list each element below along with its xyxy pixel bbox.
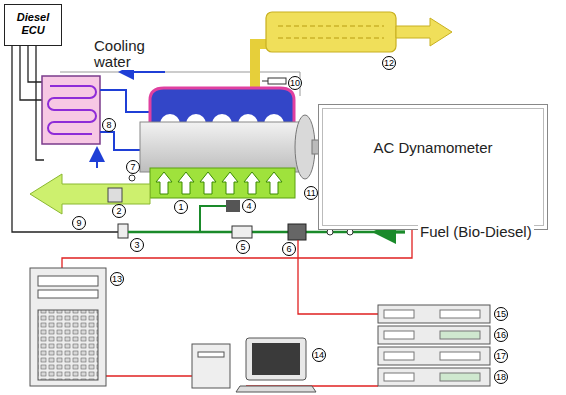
callout-number: 2 (112, 204, 126, 218)
node-text: Diesel ECU (9, 11, 57, 37)
callout-number: 13 (110, 272, 124, 286)
muffler (266, 12, 396, 52)
callout-number: 6 (282, 242, 296, 256)
exhaust-sensor (268, 78, 286, 84)
callout-number: 15 (494, 307, 508, 321)
callout-number: 9 (72, 216, 86, 230)
ecu-box: Diesel ECU (4, 4, 62, 46)
callout-number: 8 (102, 118, 116, 132)
callout-number: 18 (494, 370, 508, 384)
sensor (118, 224, 128, 238)
intake-throttle (108, 188, 122, 202)
callout-number: 10 (288, 76, 302, 90)
exhaust-pipe (255, 44, 266, 92)
callout-number: 5 (236, 240, 250, 254)
computer-tower (30, 268, 106, 386)
intake-pipe (30, 174, 150, 214)
callout-number: 1 (174, 200, 188, 214)
callout-number: 11 (304, 186, 318, 200)
flow-label: Cooling water (92, 38, 158, 70)
flow-label: Fuel (Bio-Diesel) (418, 224, 534, 240)
fuel-meter (288, 224, 306, 240)
callout-number: 3 (130, 238, 144, 252)
monitor (246, 338, 306, 380)
callout-number: 12 (382, 56, 396, 70)
instrument-racks (378, 305, 490, 386)
node-text: AC Dynamometer (327, 139, 539, 156)
callout-number: 7 (126, 160, 140, 174)
fuel-filter (232, 226, 252, 238)
fuel-line (128, 231, 405, 234)
fuel-pump (226, 200, 240, 212)
callout-number: 14 (312, 348, 326, 362)
callout-number: 16 (494, 328, 508, 342)
callout-number: 17 (494, 349, 508, 363)
intake-manifold (150, 168, 295, 198)
pc-case (192, 344, 230, 388)
engine-block (140, 122, 300, 172)
data-wires (62, 230, 412, 386)
callout-number: 4 (242, 199, 256, 213)
radiator (42, 76, 100, 144)
dynamometer-box: AC Dynamometer (318, 104, 548, 230)
cylinder-head (150, 88, 294, 124)
